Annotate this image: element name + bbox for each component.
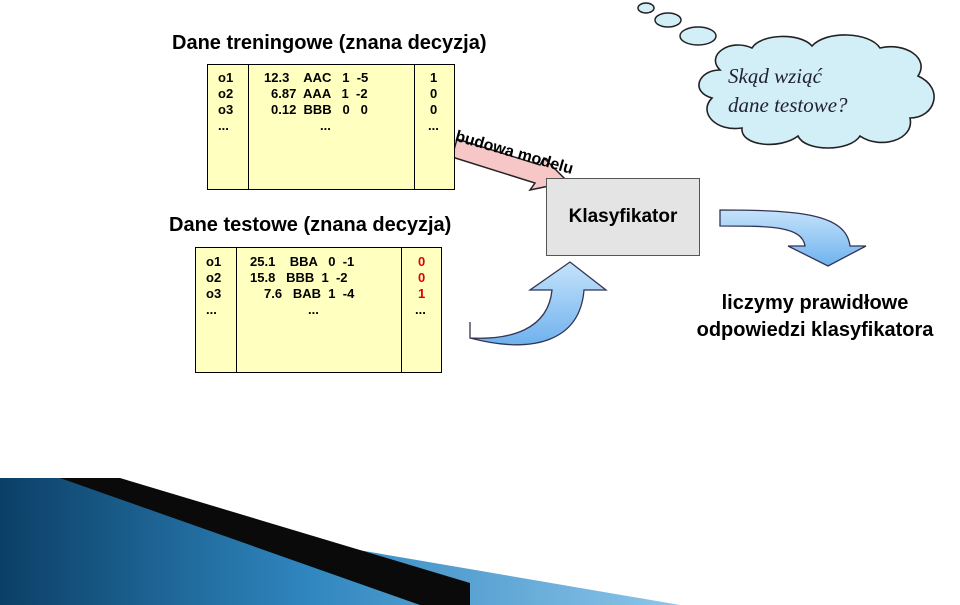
testing-table: o1 o2 o3 ... 25.1 BBA 0 -1 15.8 BBB 1 -2… (195, 247, 442, 373)
result-line: odpowiedzi klasyfikatora (696, 319, 934, 341)
testing-row: 15.8 BBB 1 -2 (250, 270, 348, 285)
result-text: liczymy prawidłowe odpowiedzi klasyfikat… (670, 290, 960, 344)
training-id-column: o1 o2 o3 ... (208, 65, 249, 189)
classifier-box: Klasyfikator (546, 178, 700, 256)
training-id: o1 (218, 70, 234, 85)
training-decision: 0 (430, 102, 438, 117)
training-id: o3 (218, 102, 234, 117)
training-row: 0.12 BBB 0 0 (271, 102, 368, 117)
decorative-banner (0, 478, 680, 605)
testing-id: o3 (206, 286, 222, 301)
training-id: ... (218, 118, 229, 133)
testing-decision: 0 (418, 270, 426, 285)
testing-row: 25.1 BBA 0 -1 (250, 254, 355, 269)
training-row: 12.3 AAC 1 -5 (264, 70, 369, 85)
testing-decision: ... (415, 302, 426, 317)
testing-id: o1 (206, 254, 222, 269)
training-values-column: 12.3 AAC 1 -5 6.87 AAA 1 -2 0.12 BBB 0 0… (248, 65, 414, 189)
training-decision: 1 (430, 70, 438, 85)
training-row: ... (320, 118, 331, 133)
testing-id: ... (206, 302, 217, 317)
thought-cloud (637, 2, 935, 149)
testing-decision-column: 0 0 1 ... (401, 248, 442, 372)
test-to-classifier-arrow (469, 261, 608, 346)
classifier-to-result-arrow (719, 209, 867, 267)
training-decision: ... (428, 118, 439, 133)
thought-line: dane testowe? (728, 93, 848, 117)
testing-values-column: 25.1 BBA 0 -1 15.8 BBB 1 -2 7.6 BAB 1 -4… (236, 248, 401, 372)
result-line: liczymy prawidłowe (721, 292, 909, 314)
training-table: o1 o2 o3 ... 12.3 AAC 1 -5 6.87 AAA 1 -2… (207, 64, 455, 190)
thought-text: Skąd wziąć dane testowe? (728, 62, 928, 120)
testing-row: ... (308, 302, 319, 317)
training-id: o2 (218, 86, 234, 101)
testing-row: 7.6 BAB 1 -4 (264, 286, 355, 301)
testing-id: o2 (206, 270, 222, 285)
training-row: 6.87 AAA 1 -2 (271, 86, 368, 101)
testing-title: Dane testowe (znana decyzja) (169, 214, 452, 236)
testing-id-column: o1 o2 o3 ... (196, 248, 237, 372)
testing-decision: 0 (418, 254, 426, 269)
training-decision: 0 (430, 86, 438, 101)
classifier-label: Klasyfikator (568, 206, 678, 227)
training-title: Dane treningowe (znana decyzja) (172, 32, 487, 54)
testing-decision: 1 (418, 286, 426, 301)
thought-line: Skąd wziąć (728, 64, 822, 88)
training-decision-column: 1 0 0 ... (414, 65, 455, 189)
